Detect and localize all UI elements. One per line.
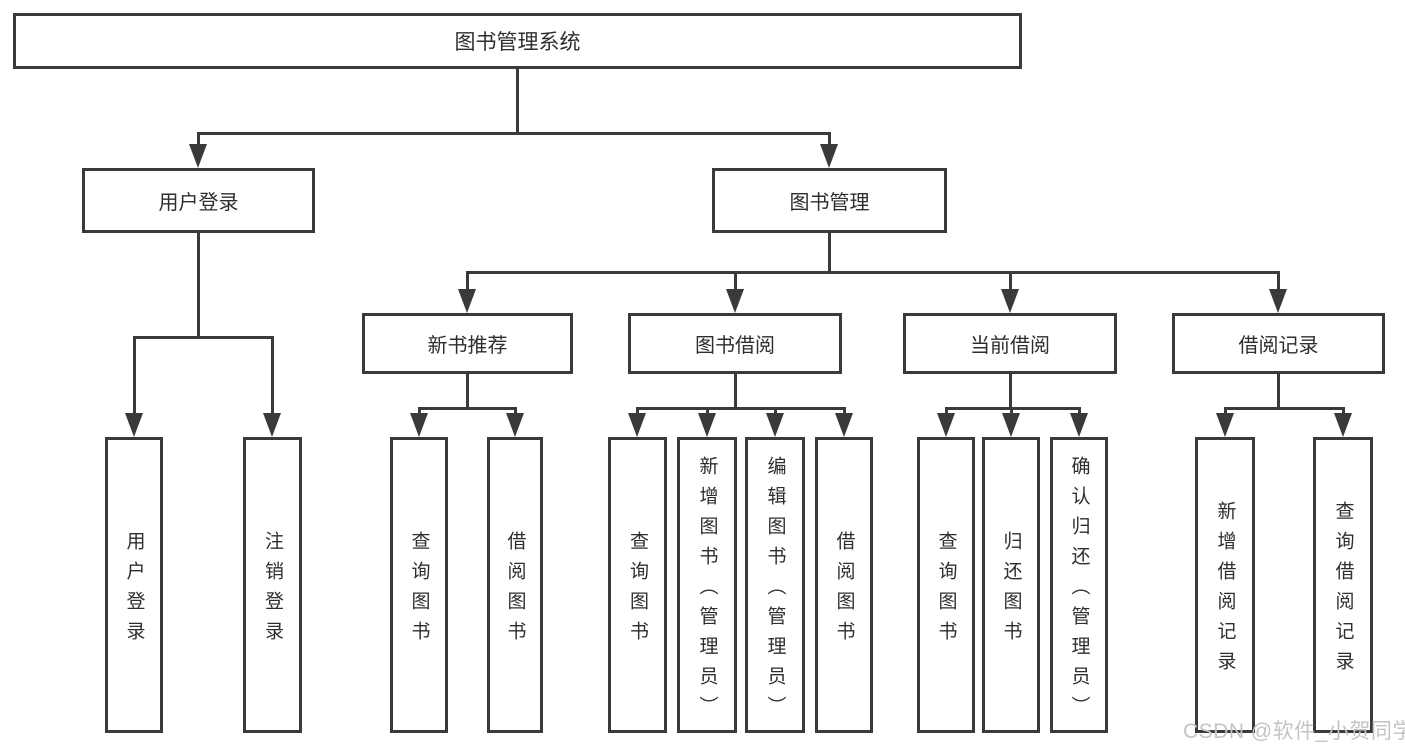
- connector-line: [516, 69, 519, 133]
- connector-line: [828, 132, 831, 146]
- arrow-down: [506, 413, 524, 437]
- connector-line: [734, 374, 737, 409]
- arrow-down: [1001, 289, 1019, 313]
- node-label: 当前借阅: [970, 335, 1050, 357]
- leaf-label: 编辑图书（管理员）: [764, 455, 786, 726]
- leaf-query-borrow-record: 查询借阅记录: [1313, 437, 1373, 733]
- connector-line: [1277, 271, 1280, 290]
- connector-line: [1225, 407, 1343, 410]
- leaf-label: 确认归还（管理员）: [1068, 455, 1090, 726]
- arrow-down: [410, 413, 428, 437]
- leaf-edit-books-admin: 编辑图书（管理员）: [745, 437, 805, 733]
- node-borrow-records: 借阅记录: [1172, 313, 1385, 374]
- node-current-borrow: 当前借阅: [903, 313, 1117, 374]
- arrow-down: [189, 144, 207, 168]
- leaf-label: 查询借阅记录: [1332, 500, 1354, 681]
- leaf-user-login: 用户登录: [105, 437, 163, 733]
- leaf-logout: 注销登录: [243, 437, 302, 733]
- connector-line: [466, 271, 1278, 274]
- leaf-return-books: 归还图书: [982, 437, 1040, 733]
- node-label: 图书管理: [789, 192, 870, 214]
- leaf-label: 借阅图书: [504, 530, 526, 651]
- leaf-confirm-return-admin: 确认归还（管理员）: [1050, 437, 1108, 733]
- node-new-book-recommend: 新书推荐: [362, 313, 573, 374]
- connector-line: [734, 271, 737, 290]
- connector-line: [1342, 407, 1345, 415]
- leaf-label: 新增借阅记录: [1214, 500, 1236, 681]
- leaf-add-books-admin: 新增图书（管理员）: [677, 437, 737, 733]
- connector-line: [271, 336, 274, 414]
- node-label: 图书借阅: [695, 335, 775, 357]
- connector-line: [1224, 407, 1227, 415]
- connector-line: [197, 132, 200, 146]
- connector-line: [636, 407, 639, 415]
- connector-line: [466, 374, 469, 409]
- leaf-label: 查询图书: [935, 530, 957, 651]
- leaf-label: 查询图书: [408, 530, 430, 651]
- leaf-label: 注销登录: [262, 530, 283, 651]
- arrow-down: [458, 289, 476, 313]
- leaf-label: 新增图书（管理员）: [696, 455, 718, 726]
- node-label: 图书管理系统: [454, 31, 581, 54]
- connector-line: [197, 132, 831, 135]
- connector-line: [1277, 374, 1280, 409]
- leaf-add-borrow-record: 新增借阅记录: [1195, 437, 1255, 733]
- connector-line: [1009, 374, 1012, 409]
- arrow-down: [1216, 413, 1234, 437]
- connector-line: [1078, 407, 1081, 415]
- leaf-label: 查询图书: [627, 530, 648, 651]
- leaf-borrow-books: 借阅图书: [815, 437, 873, 733]
- arrow-down: [1269, 289, 1287, 313]
- arrow-down: [835, 413, 853, 437]
- arrow-down: [937, 413, 955, 437]
- csdn-watermark: CSDN @软件_小贺同学: [1183, 720, 1405, 743]
- connector-line: [828, 233, 831, 273]
- arrow-down: [698, 413, 716, 437]
- connector-line: [774, 407, 777, 415]
- connector-line: [133, 336, 136, 414]
- arrow-down: [766, 413, 784, 437]
- arrow-down: [726, 289, 744, 313]
- connector-line: [418, 407, 421, 415]
- connector-line: [466, 271, 469, 290]
- leaf-query-books-borrow: 查询图书: [608, 437, 667, 733]
- arrow-down: [125, 413, 143, 437]
- arrow-down: [628, 413, 646, 437]
- leaf-label: 归还图书: [1000, 530, 1022, 651]
- connector-line: [843, 407, 846, 415]
- node-book-borrow: 图书借阅: [628, 313, 842, 374]
- connector-line: [945, 407, 948, 415]
- leaf-label: 借阅图书: [833, 530, 855, 651]
- arrow-down: [263, 413, 281, 437]
- arrow-down: [1002, 413, 1020, 437]
- leaf-query-books-current: 查询图书: [917, 437, 975, 733]
- connector-line: [197, 233, 200, 338]
- connector-line: [133, 336, 273, 339]
- node-label: 用户登录: [158, 192, 239, 214]
- node-book-management: 图书管理: [712, 168, 947, 233]
- node-label: 新书推荐: [427, 335, 508, 357]
- arrow-down: [1070, 413, 1088, 437]
- connector-line: [706, 407, 709, 415]
- leaf-label: 用户登录: [123, 530, 145, 651]
- node-label: 借阅记录: [1238, 335, 1319, 357]
- leaf-borrow-books-recommend: 借阅图书: [487, 437, 543, 733]
- arrow-down: [820, 144, 838, 168]
- connector-line: [1010, 407, 1013, 415]
- node-user-login: 用户登录: [82, 168, 315, 233]
- arrow-down: [1334, 413, 1352, 437]
- connector-line: [419, 407, 515, 410]
- leaf-query-books-recommend: 查询图书: [390, 437, 448, 733]
- connector-line: [514, 407, 517, 415]
- connector-line: [1009, 271, 1012, 290]
- node-library-management-system: 图书管理系统: [13, 13, 1022, 69]
- connector-line: [637, 407, 844, 410]
